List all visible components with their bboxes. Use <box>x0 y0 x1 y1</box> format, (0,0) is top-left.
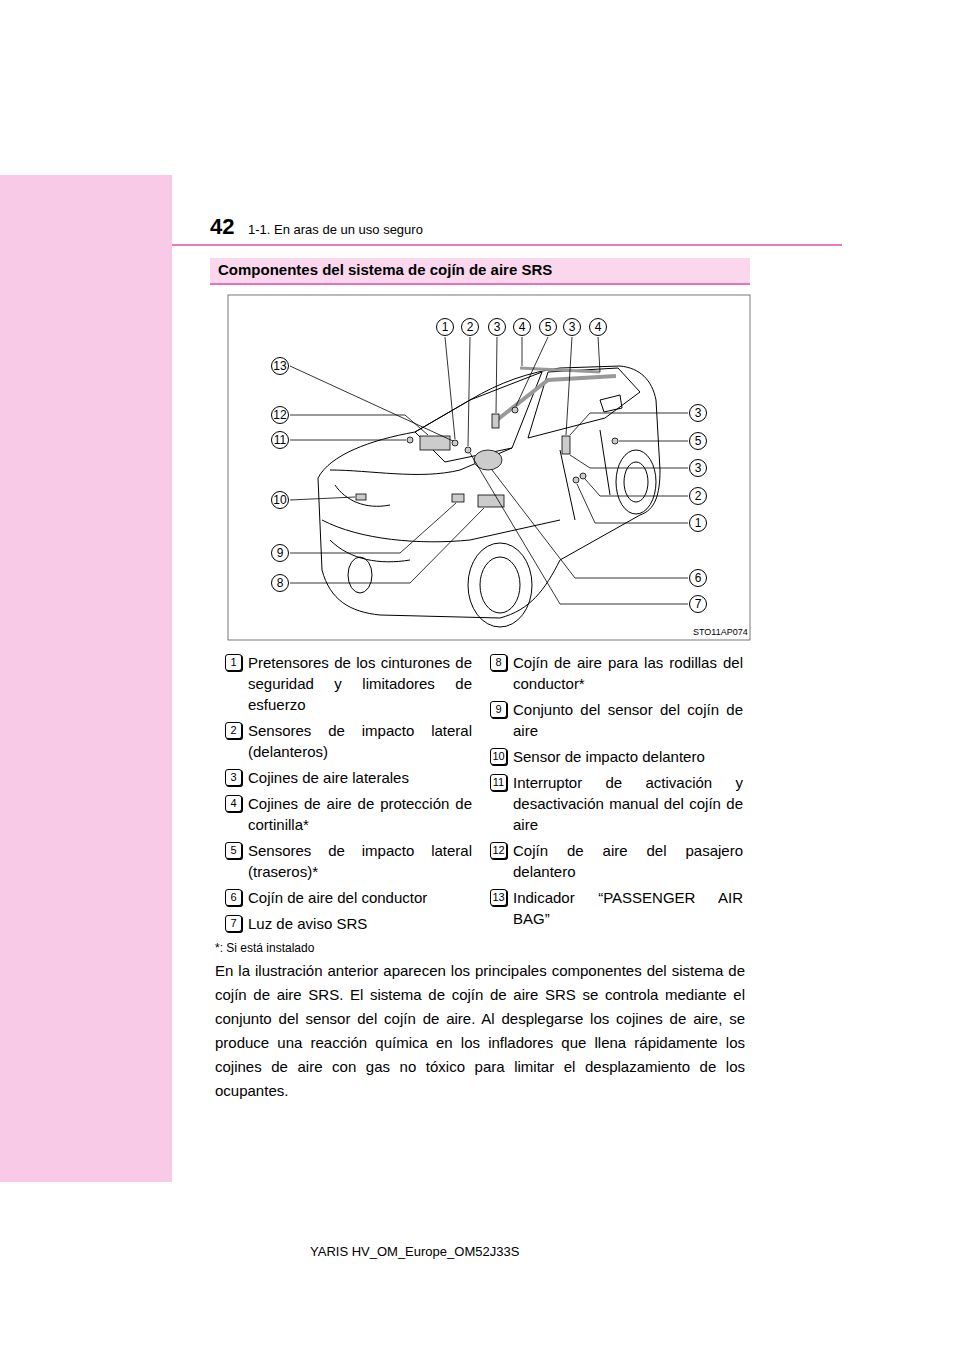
figure-code: STO11AP074 <box>693 627 748 637</box>
callout-number: 5 <box>539 318 557 336</box>
callout-number: 3 <box>689 404 707 422</box>
figure-frame <box>228 295 750 640</box>
callout-number: 7 <box>689 595 707 613</box>
callout-number: 13 <box>271 357 289 375</box>
callout-number: 2 <box>689 487 707 505</box>
list-text: Cojín de aire para las rodillas del cond… <box>513 652 743 694</box>
section-header: 1-1. En aras de un uso seguro <box>248 222 423 237</box>
body-paragraph: En la ilustración anterior aparecen los … <box>215 959 745 1103</box>
callout-number: 3 <box>488 318 506 336</box>
callout-number: 1 <box>689 514 707 532</box>
header-rule <box>172 244 842 246</box>
list-text: Cojín de aire del conductor <box>248 887 472 908</box>
list-text: Interruptor de activación y desactivació… <box>513 772 743 835</box>
list-number: 12 <box>490 842 507 859</box>
heading-band: Componentes del sistema de cojín de aire… <box>210 258 750 285</box>
callout-number: 5 <box>689 432 707 450</box>
callout-number: 10 <box>271 491 289 509</box>
car-illustration <box>318 366 660 627</box>
list-number: 2 <box>225 722 242 739</box>
callout-number: 3 <box>689 459 707 477</box>
page-number: 42 <box>210 214 234 240</box>
callout-number: 9 <box>271 544 289 562</box>
list-text: Cojines de aire laterales <box>248 767 472 788</box>
callout-number: 4 <box>513 318 531 336</box>
list-number: 5 <box>225 842 242 859</box>
leader-lines <box>290 337 688 604</box>
callout-number: 6 <box>689 569 707 587</box>
callout-number: 12 <box>271 406 289 424</box>
callout-number: 11 <box>271 431 289 449</box>
list-number: 13 <box>490 889 507 906</box>
callout-number: 2 <box>461 318 479 336</box>
list-text: Sensores de impacto lateral (delanteros) <box>248 720 472 762</box>
list-text: Sensor de impacto delantero <box>513 746 743 767</box>
list-number: 10 <box>490 748 507 765</box>
callout-number: 4 <box>589 318 607 336</box>
list-number: 4 <box>225 795 242 812</box>
list-text: Conjunto del sensor del cojín de aire <box>513 699 743 741</box>
callout-number: 8 <box>271 574 289 592</box>
callout-number: 3 <box>563 318 581 336</box>
list-text: Luz de aviso SRS <box>248 913 472 934</box>
list-text: Indicador “PASSENGER AIR BAG” <box>513 887 743 929</box>
list-number: 9 <box>490 701 507 718</box>
list-number: 3 <box>225 769 242 786</box>
footnote: *: Si está instalado <box>215 941 745 955</box>
heading-text: Componentes del sistema de cojín de aire… <box>218 261 742 278</box>
list-text: Cojín de aire del pasajero delantero <box>513 840 743 882</box>
document-code: YARIS HV_OM_Europe_OM52J33S <box>310 1244 519 1259</box>
list-number: 7 <box>225 915 242 932</box>
list-text: Cojines de aire de protección de cortini… <box>248 793 472 835</box>
list-number: 1 <box>225 654 242 671</box>
srs-components <box>356 368 618 507</box>
callout-number: 1 <box>436 318 454 336</box>
list-number: 11 <box>490 774 507 791</box>
list-text: Sensores de impacto lateral (traseros)* <box>248 840 472 882</box>
list-text: Pretensores de los cinturones de segurid… <box>248 652 472 715</box>
list-number: 8 <box>490 654 507 671</box>
list-number: 6 <box>225 889 242 906</box>
side-strip <box>0 175 172 1182</box>
